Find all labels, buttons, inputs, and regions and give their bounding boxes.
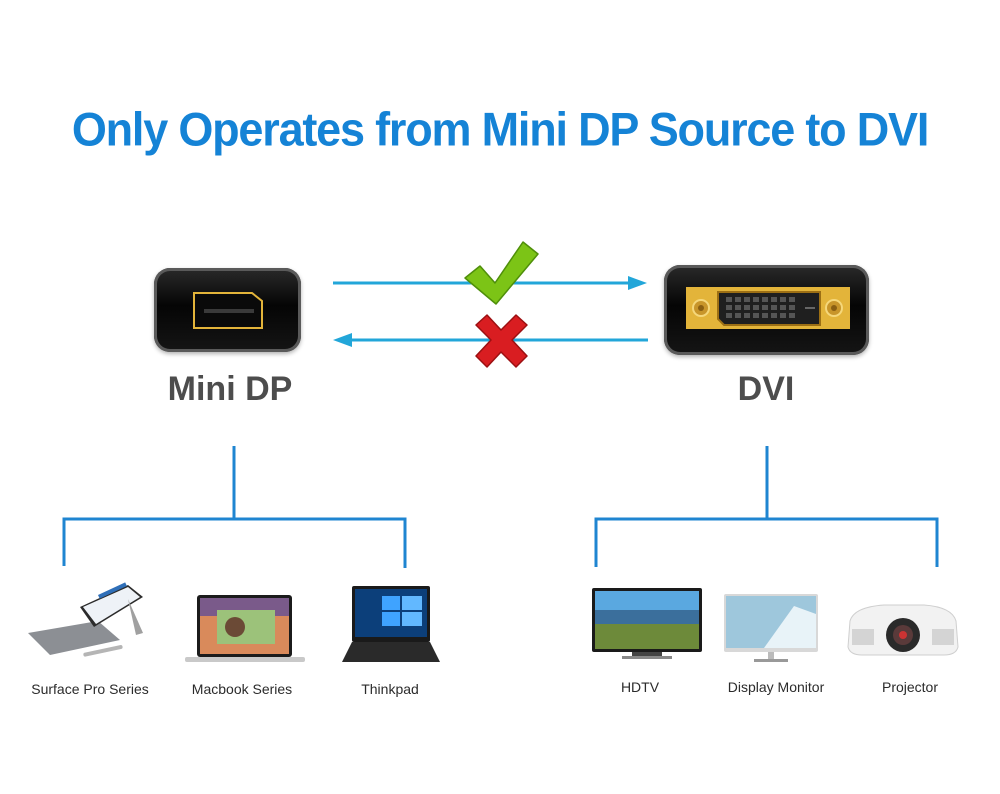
red-x-icon	[475, 314, 528, 368]
target-device-tree	[594, 446, 939, 567]
dvi-pin	[771, 305, 777, 310]
dvi-pin	[726, 297, 732, 302]
macbook-laptop-icon	[185, 595, 305, 662]
dvi-pin	[753, 305, 759, 310]
dvi-pin	[726, 313, 732, 318]
hdtv-icon	[592, 588, 702, 659]
source-port-label: Mini DP	[167, 370, 293, 408]
thinkpad-laptop-icon	[342, 586, 440, 662]
device-label-monitor: Display Monitor	[727, 679, 825, 695]
device-label-macbook: Macbook Series	[191, 681, 293, 697]
page-title: Only Operates from Mini DP Source to DVI	[71, 102, 930, 157]
dvi-pin	[771, 297, 777, 302]
dvi-pin	[762, 297, 768, 302]
dvi-pin	[735, 313, 741, 318]
source-device-tree	[62, 446, 407, 568]
dvi-pin	[753, 313, 759, 318]
device-label-projector: Projector	[881, 679, 939, 695]
projector-icon	[847, 604, 959, 656]
device-label-hdtv: HDTV	[620, 679, 660, 695]
dvi-pin	[780, 305, 786, 310]
dvi-pin	[744, 305, 750, 310]
dvi-pin	[735, 297, 741, 302]
dvi-pin	[744, 297, 750, 302]
dvi-pin	[789, 313, 795, 318]
dvi-pin	[780, 313, 786, 318]
dvi-pin	[762, 305, 768, 310]
device-label-thinkpad: Thinkpad	[361, 681, 419, 697]
target-port-label: DVI	[737, 370, 795, 408]
dvi-pin	[726, 305, 732, 310]
dvi-pin	[735, 305, 741, 310]
dvi-pin	[762, 313, 768, 318]
dvi-pin	[789, 305, 795, 310]
monitor-icon	[724, 594, 818, 662]
dvi-pin	[780, 297, 786, 302]
green-checkmark-icon	[464, 241, 539, 305]
device-label-surface: Surface Pro Series	[31, 681, 149, 697]
mini-displayport-icon	[154, 268, 301, 352]
dvi-pin	[753, 297, 759, 302]
dvi-pin	[789, 297, 795, 302]
dvi-pin	[771, 313, 777, 318]
dvi-pin	[744, 313, 750, 318]
surface-tablet-icon	[28, 582, 143, 657]
dvi-port-icon	[664, 265, 869, 355]
